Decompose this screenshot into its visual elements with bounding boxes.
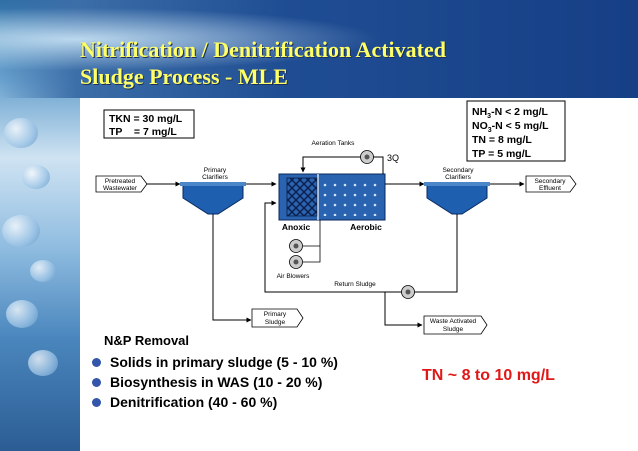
return-sludge-line: [264, 200, 458, 293]
decorative-pebble: [22, 165, 50, 189]
air-blower-icon: [289, 239, 303, 253]
header-band: [0, 0, 638, 98]
effluent-quality-box: NH3-N < 2 mg/L NO3-N < 5 mg/L TN = 8 mg/…: [466, 100, 566, 162]
tn-result: TN ~ 8 to 10 mg/L: [422, 367, 555, 384]
recycle-ratio-label: 3Q: [387, 153, 399, 163]
svg-text:Waste Activated: Waste Activated: [430, 318, 477, 325]
effluent-tn: TN = 8 mg/L: [472, 134, 532, 146]
decorative-pebble: [4, 118, 38, 148]
return-sludge-pump-icon: [401, 285, 415, 299]
decorative-pebble: [30, 260, 56, 282]
air-blowers-label: Air Blowers: [277, 273, 311, 280]
secondary-clarifiers-label: Secondary: [442, 167, 474, 174]
return-sludge-label: Return Sludge: [334, 281, 376, 288]
primary-clarifier: Primary Clarifiers: [180, 167, 246, 215]
svg-text:Pretreated: Pretreated: [105, 178, 136, 185]
svg-text:Sludge: Sludge: [443, 326, 464, 333]
svg-text:Secondary: Secondary: [534, 178, 566, 185]
np-removal-list: N&P Removal Solids in primary sludge (5 …: [92, 330, 422, 412]
np-removal-heading: N&P Removal: [104, 333, 190, 348]
aeration-tanks-label: Aeration Tanks: [312, 140, 356, 147]
decorative-pebble: [2, 215, 40, 247]
influent-tkn: TKN = 30 mg/L: [109, 113, 183, 125]
was-line: [384, 292, 423, 328]
secondary-effluent-box: Secondary Effluent: [525, 175, 577, 193]
effluent-nh3: NH3-N < 2 mg/L: [472, 106, 549, 120]
slide-title-line2: Sludge Process - MLE: [80, 64, 288, 89]
influent-tp: TP = 7 mg/L: [109, 126, 177, 138]
waste-activated-sludge-box: Waste Activated Sludge: [423, 315, 488, 335]
effluent-no3: NO3-N < 5 mg/L: [472, 120, 549, 134]
secondary-clarifier: Secondary Clarifiers: [424, 167, 490, 215]
svg-text:Clarifiers: Clarifiers: [202, 174, 228, 181]
recycle-pump-icon: [360, 150, 374, 164]
slide-title-line1: Nitrification / Denitrification Activate…: [80, 37, 446, 62]
primary-clarifiers-label: Primary: [204, 167, 227, 174]
bullet-icon: [92, 377, 101, 387]
slide-number: 24: [81, 403, 90, 412]
decorative-pebble: [28, 350, 58, 376]
svg-text:Clarifiers: Clarifiers: [445, 174, 471, 181]
slide-title: Nitrification / Denitrification Activate…: [80, 36, 620, 90]
bullet-icon: [92, 357, 101, 367]
effluent-tp: TP = 5 mg/L: [472, 148, 532, 160]
list-item: Solids in primary sludge (5 - 10 %): [92, 352, 422, 372]
svg-text:Wastewater: Wastewater: [103, 185, 138, 192]
list-item: Biosynthesis in WAS (10 - 20 %): [92, 372, 422, 392]
aeration-tank: Aeration Tanks Anoxic Aerobic: [278, 140, 386, 232]
internal-recycle-line: [300, 156, 384, 174]
influent-quality-box: TKN = 30 mg/L TP = 7 mg/L: [103, 109, 195, 139]
svg-text:Effluent: Effluent: [539, 185, 561, 192]
svg-text:Sludge: Sludge: [265, 319, 286, 326]
list-item: Denitrification (40 - 60 %): [92, 392, 422, 412]
anoxic-label: Anoxic: [282, 222, 311, 232]
aerobic-label: Aerobic: [350, 222, 382, 232]
primary-sludge-box: Primary Sludge: [251, 308, 304, 328]
decorative-pebble: [6, 300, 38, 328]
air-blower-icon: [289, 255, 303, 269]
primary-sludge-line: [212, 214, 252, 323]
pretreated-wastewater-box: Pretreated Wastewater: [95, 175, 148, 193]
bullet-icon: [92, 397, 101, 407]
svg-text:Primary: Primary: [264, 311, 287, 318]
